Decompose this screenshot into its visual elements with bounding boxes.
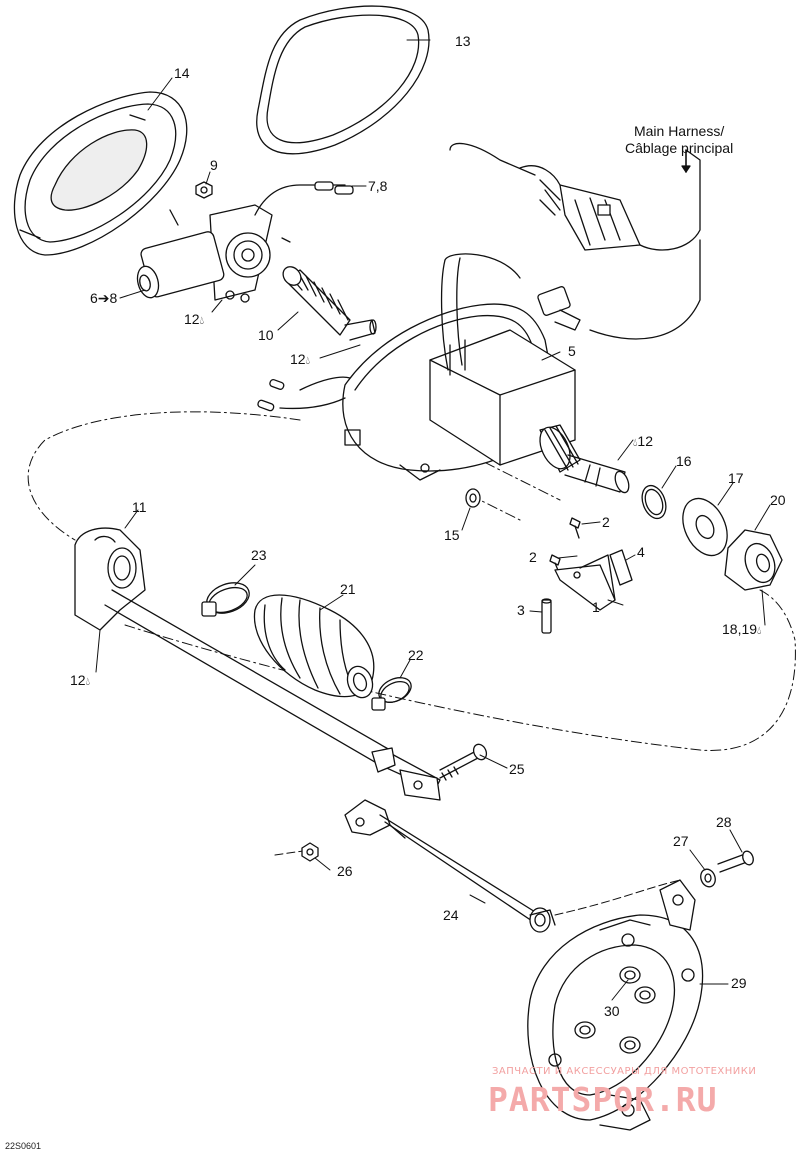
part-label-24: 24 [443, 907, 459, 923]
part-label-12-worm: 12💧︎ [290, 352, 310, 367]
bushing-part-15 [465, 488, 481, 508]
bolt-part-28 [717, 850, 754, 873]
grease-drop-icon: 💧︎ [199, 315, 204, 327]
part-label-18-19: 18,19💧︎ [722, 622, 761, 637]
o-ring-part-16 [641, 484, 667, 520]
main-harness-callout-line2: Câblage principal [625, 139, 734, 156]
part-label-20: 20 [770, 492, 786, 508]
clamp-part-22 [371, 677, 412, 711]
leader-lines [95, 39, 771, 1001]
part-label-6-8: 6➔8 [90, 290, 118, 306]
part-label-2-lower: 2 [529, 549, 537, 565]
part-label-29: 29 [731, 975, 747, 991]
belt-part-13 [256, 5, 430, 155]
part-label-14: 14 [174, 65, 190, 81]
part-label-23: 23 [251, 547, 267, 563]
part-label-3: 3 [517, 602, 525, 618]
part-label-30: 30 [604, 1003, 620, 1019]
grease-drop-icon: 💧︎ [757, 625, 762, 637]
part-label-12-shaft: 💧︎12 [633, 434, 653, 449]
main-harness-callout: Main Harness/ Câblage principal [625, 123, 733, 157]
bracket-part-1 [554, 554, 616, 611]
grease-drop-icon: 💧︎ [633, 437, 638, 449]
part-label-22: 22 [408, 647, 424, 663]
gearbox-housing-part-5 [342, 253, 630, 494]
rod-part-24 [344, 799, 556, 933]
nut-part-9 [195, 181, 213, 199]
part-label-15: 15 [444, 527, 460, 543]
part-label-5: 5 [568, 343, 576, 359]
part-label-12-motor-text: 12 [184, 311, 200, 327]
nut-part-26 [301, 842, 319, 862]
assembly-dashed-path [27, 411, 796, 751]
part-label-28: 28 [716, 814, 732, 830]
pin-part-3 [541, 598, 552, 634]
worm-gear-part-10 [282, 266, 377, 341]
clamp-part-23 [201, 582, 250, 617]
cover-part-14 [13, 91, 188, 256]
part-label-18-19-text: 18,19 [722, 621, 758, 637]
boot-part-21 [253, 594, 375, 699]
bolt-part-25 [439, 743, 488, 781]
part-label-13: 13 [455, 33, 471, 49]
part-label-12-motor: 12💧︎ [184, 312, 204, 327]
part-label-4: 4 [637, 544, 645, 560]
part-label-12-worm-text: 12 [290, 351, 306, 367]
grommets-part-30 [574, 966, 656, 1054]
part-label-7-8: 7,8 [368, 178, 388, 194]
washer-part-27 [700, 868, 716, 888]
part-label-16: 16 [676, 453, 692, 469]
part-label-10: 10 [258, 327, 274, 343]
main-harness-callout-line1: Main Harness/ [633, 123, 725, 139]
watermark-logo: PARTSPOR.RU [488, 1080, 718, 1119]
grease-drop-icon: 💧︎ [305, 355, 310, 367]
part-label-12-shaft-text: 12 [637, 433, 653, 449]
motor-part-6-8 [136, 181, 354, 303]
harness-dashed-line [274, 849, 681, 916]
washer-part-17 [682, 497, 728, 557]
watermark-tagline: ЗАПЧАСТИ И АКСЕССУАРЫ ДЛЯ МОТОТЕХНИКИ [492, 1066, 757, 1077]
part-label-17: 17 [728, 470, 744, 486]
part-label-21: 21 [340, 581, 356, 597]
wire-connectors [257, 376, 351, 412]
part-label-11: 11 [132, 499, 147, 515]
part-label-12-lever: 12💧︎ [70, 673, 90, 688]
part-label-9: 9 [210, 157, 218, 173]
clip-part-4 [609, 549, 633, 586]
part-label-1: 1 [592, 599, 600, 615]
diagram-code: 22S0601 [5, 1141, 42, 1151]
support-ring-part-29 [527, 879, 704, 1131]
grease-drop-icon: 💧︎ [85, 676, 90, 688]
part-label-25: 25 [509, 761, 525, 777]
part-label-26: 26 [337, 863, 353, 879]
shaft-lever-part-11 [74, 527, 441, 801]
part-label-27: 27 [673, 833, 689, 849]
nut-part-20 [724, 529, 783, 591]
part-label-12-lever-text: 12 [70, 672, 86, 688]
main-harness-connector [449, 142, 701, 340]
screw-part-2-upper [569, 517, 581, 539]
part-label-2-upper: 2 [602, 514, 610, 530]
